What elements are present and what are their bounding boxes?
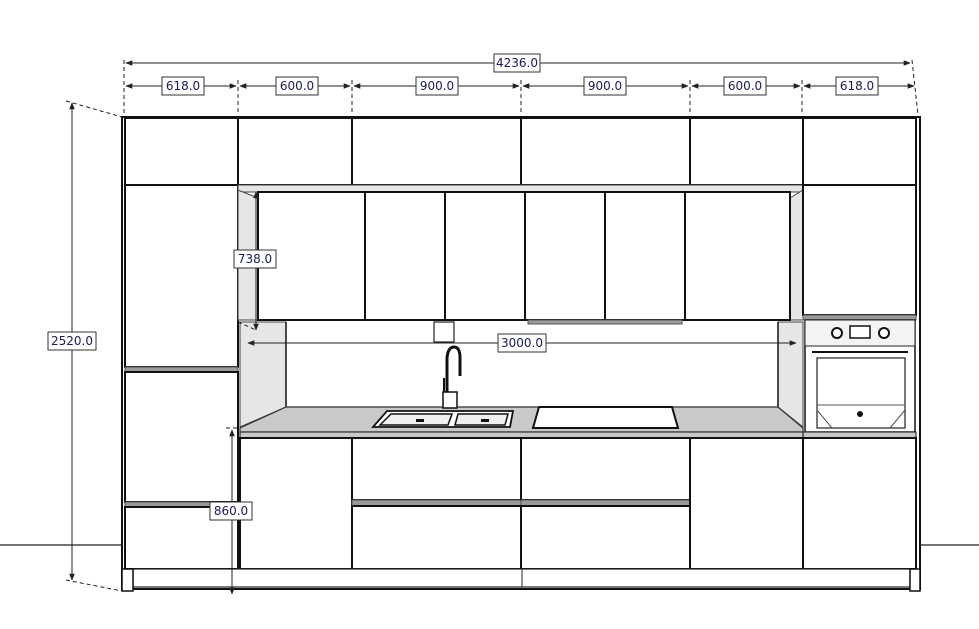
dim-counter-run: 3000.0	[247, 333, 797, 353]
range-hood-strip	[527, 319, 683, 325]
counter-run-label: 3000.0	[501, 336, 543, 350]
total-width-label: 4236.0	[496, 56, 538, 70]
plinth	[121, 568, 921, 592]
oven-icon	[804, 319, 916, 433]
upper-top-row	[124, 117, 917, 186]
right-tall-unit	[802, 184, 917, 570]
recess-right-side	[789, 189, 804, 321]
segment-width-2: 600.0	[280, 79, 314, 93]
segment-width-6: 618.0	[840, 79, 874, 93]
segment-width-4: 900.0	[588, 79, 622, 93]
countertop	[239, 406, 804, 433]
outlet-icon	[433, 321, 455, 343]
soffit-panel	[237, 184, 804, 193]
dim-base-height: 860.0	[209, 427, 253, 595]
faucet-icon	[442, 345, 462, 409]
dim-segments: 618.0 600.0 900.0 900.0 600.0 618.0	[125, 76, 915, 115]
segment-width-1: 618.0	[166, 79, 200, 93]
sink-icon	[371, 410, 515, 428]
left-tall-unit	[124, 184, 239, 570]
total-height-label: 2520.0	[51, 334, 93, 348]
dim-total-height: 2520.0	[47, 100, 123, 592]
wall-cabinets	[257, 191, 791, 325]
segment-width-3: 900.0	[420, 79, 454, 93]
base-height-label: 860.0	[214, 504, 248, 518]
base-cabinets	[239, 437, 804, 570]
backsplash	[239, 321, 804, 429]
wall-cabinet-height-label: 738.0	[238, 252, 272, 266]
dimension-annotations: 4236.0 618.0 600.0 900.0 900.0 600.0	[47, 53, 919, 595]
cooktop-icon	[531, 406, 680, 429]
segment-width-5: 600.0	[728, 79, 762, 93]
dim-total-width: 4236.0	[123, 53, 919, 116]
dim-wall-cabinet-height: 738.0	[233, 191, 277, 331]
